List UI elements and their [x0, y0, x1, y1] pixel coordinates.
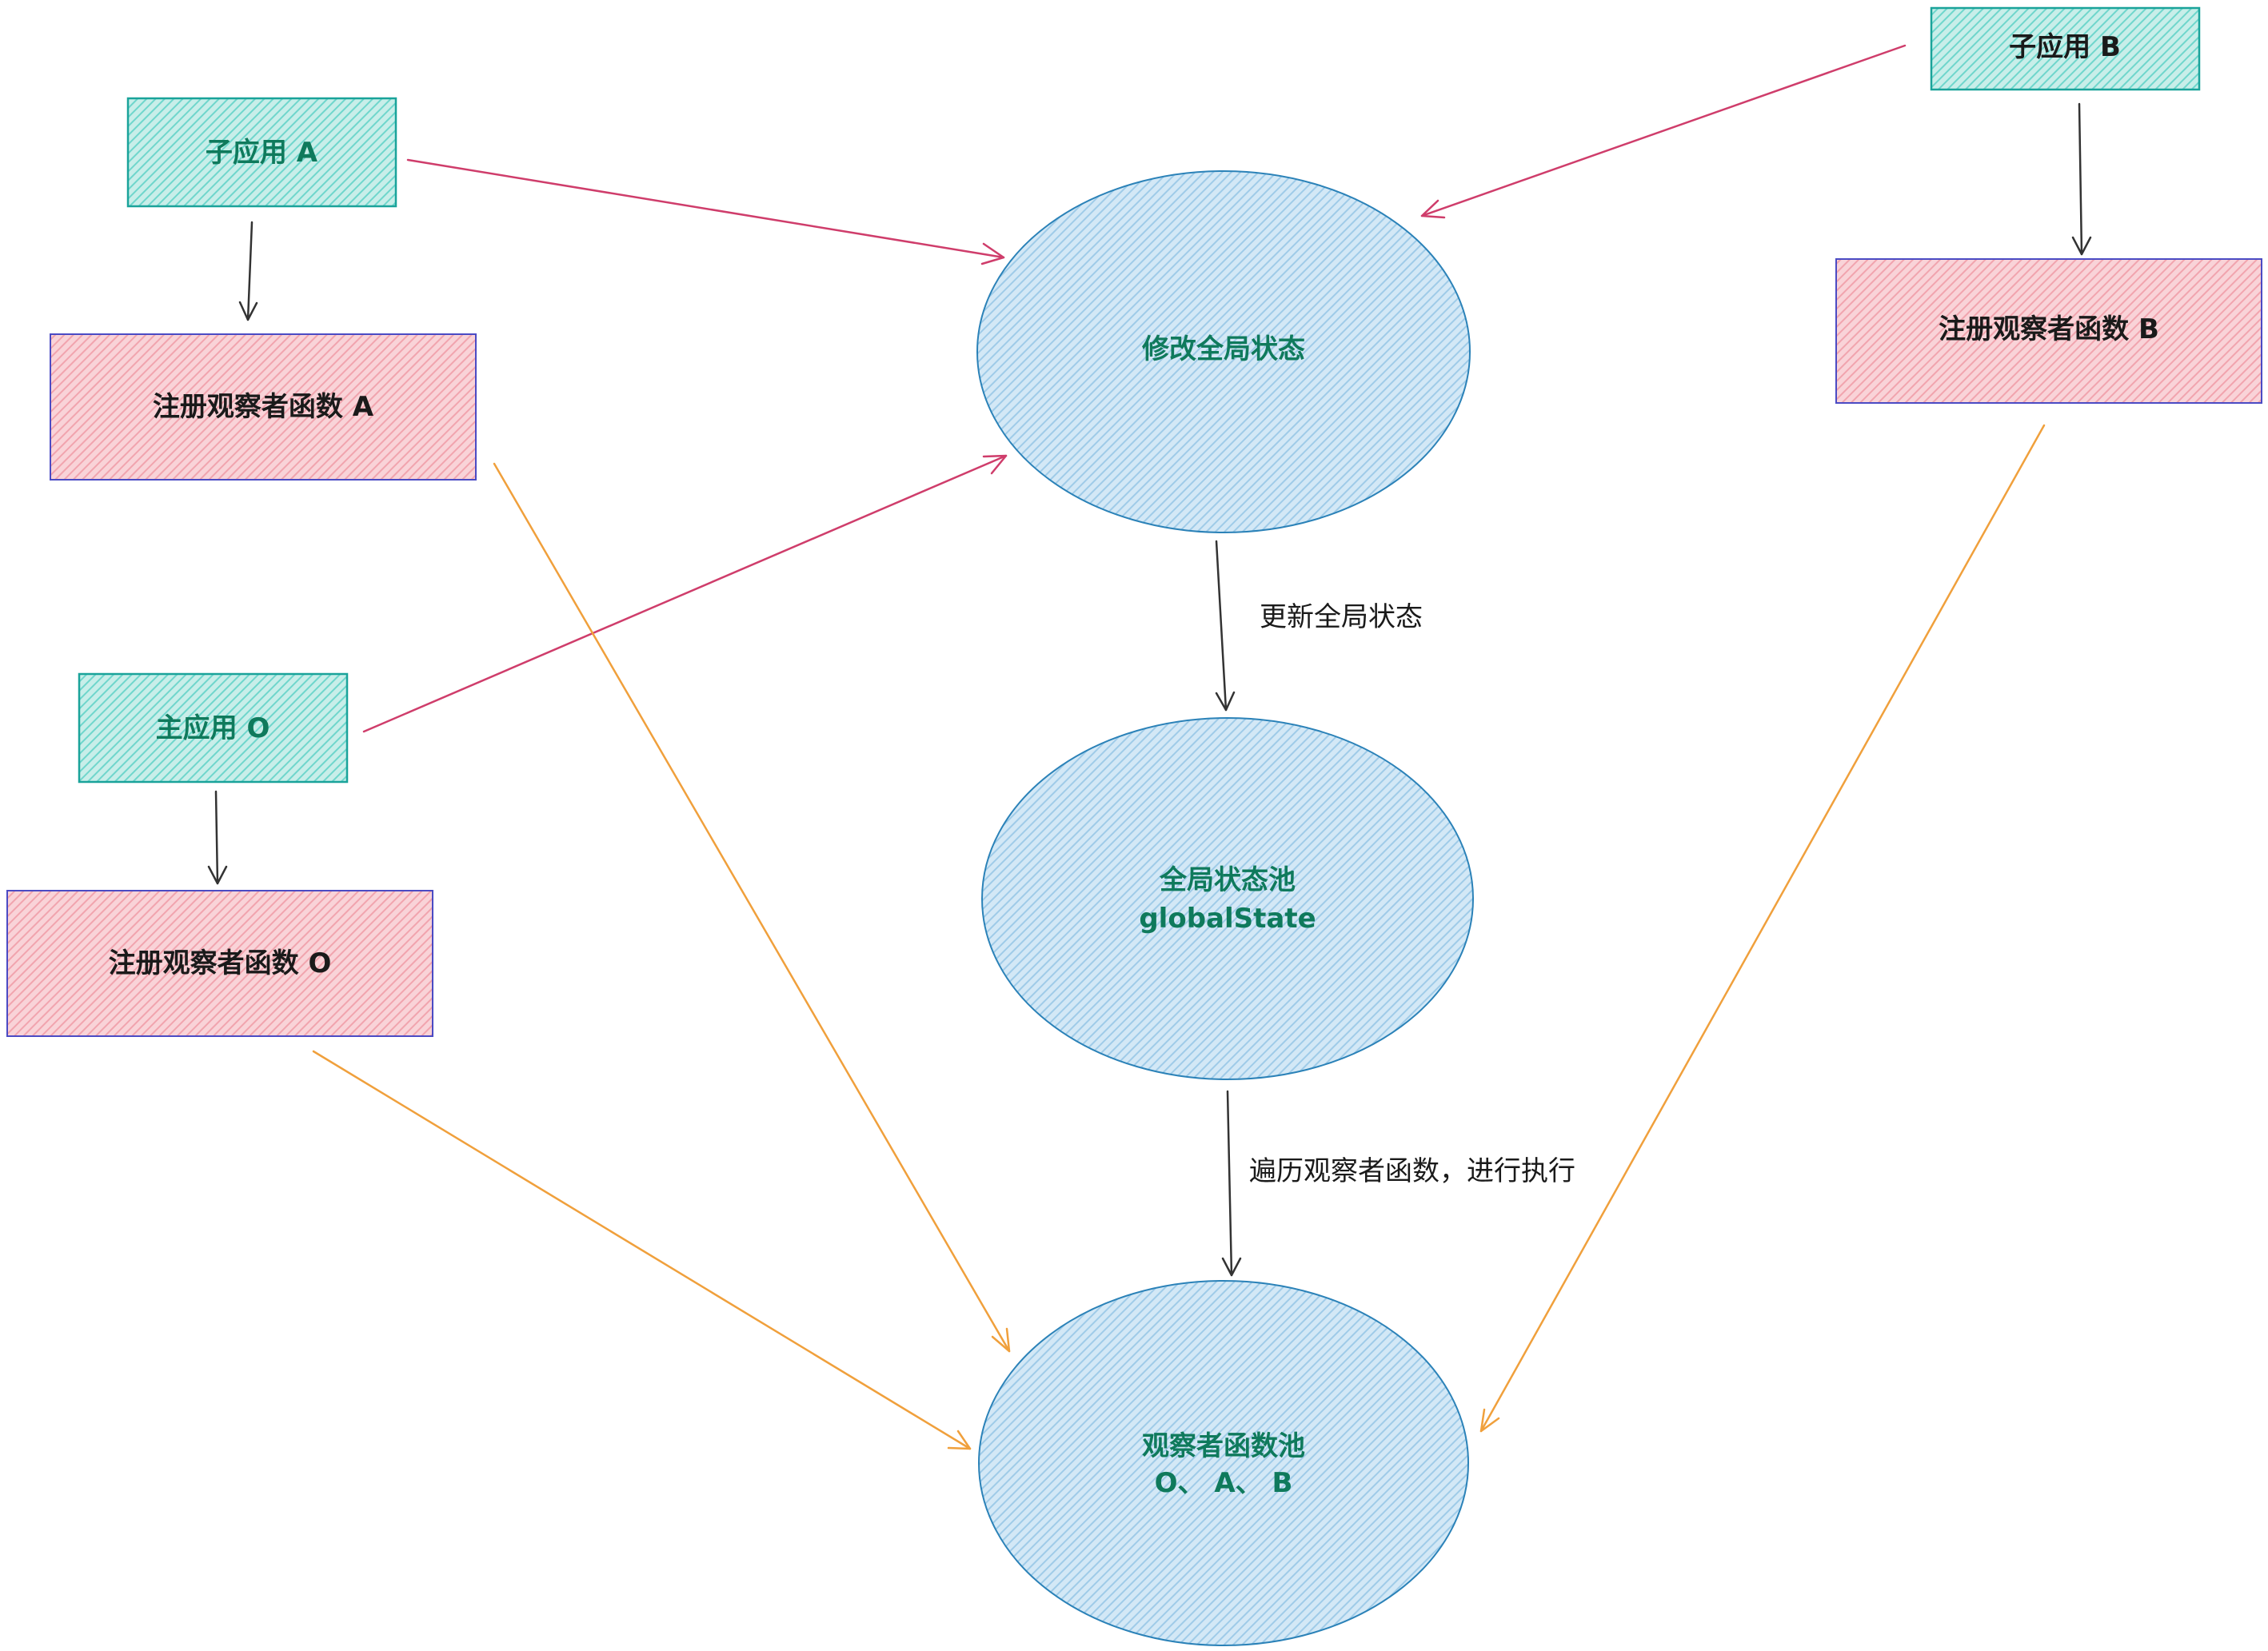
node-observer-pool-title: 观察者函数池: [1142, 1430, 1305, 1462]
node-modify-state-label: 修改全局状态: [1141, 333, 1305, 365]
node-register-b: 注册观察者函数 B: [1835, 258, 2262, 404]
arrow-modify-state-to-global-pool: [1215, 540, 1236, 712]
arrow-sub-app-b-to-modify-state: [1420, 44, 1907, 219]
node-register-o: 注册观察者函数 O: [6, 890, 433, 1037]
node-register-a: 注册观察者函数 A: [50, 333, 477, 481]
node-sub-app-a-label: 子应用 A: [206, 137, 318, 169]
node-register-a-label: 注册观察者函数 A: [153, 391, 374, 423]
arrows: [207, 44, 2092, 1450]
arrow-global-pool-to-observer-pool: [1221, 1090, 1242, 1277]
node-global-state-pool-subtitle: globalState: [1139, 903, 1316, 935]
arrow-register-a-to-observer-pool: [493, 462, 1011, 1353]
node-observer-pool: 观察者函数池 O、 A、 B: [978, 1280, 1469, 1646]
edge-label-iterate-observers: 遍历观察者函数，进行执行: [1249, 1155, 1575, 1187]
arrow-main-app-o-to-modify-state: [362, 454, 1008, 733]
node-global-state-pool-title: 全局状态池: [1159, 864, 1296, 896]
node-register-o-label: 注册观察者函数 O: [109, 947, 332, 979]
edge-label-update-state: 更新全局状态: [1260, 601, 1423, 633]
arrow-main-app-o-to-register-o: [207, 790, 228, 885]
node-global-state-pool: 全局状态池 globalState: [981, 717, 1474, 1080]
node-main-app-o-label: 主应用 O: [156, 712, 270, 744]
arrow-sub-app-a-to-modify-state: [406, 158, 1005, 265]
node-sub-app-a: 子应用 A: [126, 97, 397, 208]
node-modify-state: 修改全局状态: [976, 170, 1471, 533]
arrow-sub-app-b-to-register-b: [2071, 102, 2092, 256]
node-sub-app-b: 子应用 B: [1930, 6, 2201, 91]
node-register-b-label: 注册观察者函数 B: [1939, 313, 2159, 345]
arrow-register-o-to-observer-pool: [312, 1050, 972, 1450]
node-sub-app-b-label: 子应用 B: [2009, 31, 2121, 63]
node-observer-pool-subtitle: O、 A、 B: [1155, 1467, 1293, 1499]
node-main-app-o: 主应用 O: [78, 672, 349, 784]
arrow-sub-app-a-to-register-a: [238, 221, 258, 321]
arrow-register-b-to-observer-pool: [1479, 424, 2046, 1433]
